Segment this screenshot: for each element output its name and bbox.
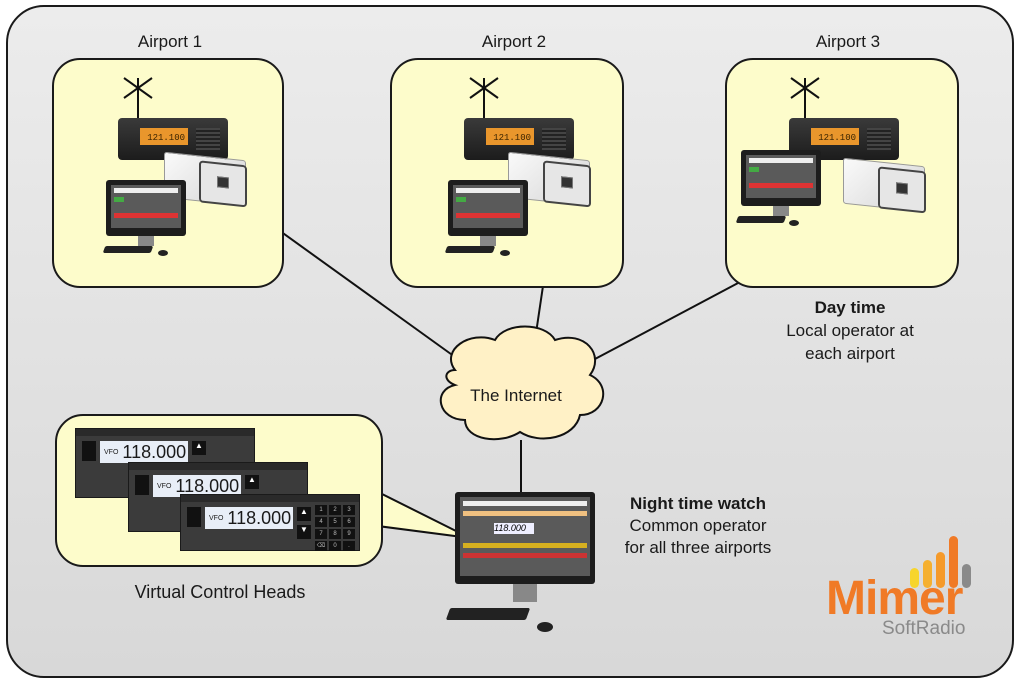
ethernet-port-icon [217, 176, 229, 189]
keyboard-icon [735, 216, 787, 223]
network-interface-box [843, 157, 926, 214]
keypad-key[interactable]: 7 [315, 529, 327, 539]
down-arrow-icon[interactable]: ▼ [297, 525, 311, 539]
ethernet-port-icon [896, 182, 908, 195]
signal-bar-4 [949, 536, 958, 588]
day-time-line1: Local operator at [786, 321, 914, 340]
operator-terminal [741, 150, 821, 216]
airport-2-title: Airport 2 [481, 32, 547, 51]
keypad-key[interactable]: 5 [329, 517, 341, 527]
keypad-key[interactable]: 0 [329, 541, 341, 551]
keypad-key[interactable]: 4 [315, 517, 327, 527]
night-time-heading: Night time watch [629, 494, 766, 513]
cloud-label: The Internet [470, 386, 562, 405]
airport-2-panel: 121.100 [390, 58, 624, 288]
keypad-key[interactable]: 1 [315, 505, 327, 515]
virtual-heads-caption: Virtual Control Heads [134, 582, 306, 602]
terminal-frequency: 118.000 [494, 523, 534, 534]
signal-bar-1 [910, 568, 919, 588]
antenna-icon [790, 77, 820, 118]
night-time-caption: Night time watch Common operator for all… [598, 493, 798, 559]
radio-transceiver: 121.100 [464, 118, 574, 160]
logo-subtitle: SoftRadio [882, 618, 966, 639]
mouse-icon [537, 622, 553, 632]
keypad-key[interactable]: 9 [343, 529, 355, 539]
keyboard-icon [445, 608, 531, 620]
radio-display: 121.100 [486, 128, 534, 145]
ethernet-port-icon [561, 176, 573, 189]
mouse-icon [158, 250, 168, 256]
up-arrow-icon[interactable]: ▲ [297, 507, 311, 521]
keypad-key[interactable]: 6 [343, 517, 355, 527]
airport-3-panel: 121.100 [725, 58, 959, 288]
signal-bar-5 [962, 564, 971, 588]
mouse-icon [789, 220, 799, 226]
keypad-key[interactable]: 3 [343, 505, 355, 515]
keyboard-icon [102, 246, 154, 253]
keypad-key[interactable]: 2 [329, 505, 341, 515]
day-time-heading: Day time [814, 298, 886, 317]
airport-1-title: Airport 1 [137, 32, 203, 51]
keypad-key[interactable]: 8 [329, 529, 341, 539]
keypad-key[interactable]: . [343, 541, 355, 551]
operator-terminal [106, 180, 186, 246]
mimer-softradio-logo: Mimer SoftRadio [826, 520, 986, 640]
day-time-caption: Day time Local operator at each airport [760, 296, 940, 365]
keyboard-icon [444, 246, 496, 253]
night-time-line2: for all three airports [624, 538, 772, 557]
signal-bar-3 [936, 552, 945, 588]
airport-1-panel: 121.100 [52, 58, 284, 288]
night-operator-terminal: 118.000 [455, 492, 595, 602]
radio-display: 121.100 [140, 128, 188, 145]
signal-bar-2 [923, 560, 932, 588]
radio-display: 121.100 [811, 128, 859, 145]
mouse-icon [500, 250, 510, 256]
antenna-icon [469, 77, 499, 118]
logo-brand: Mimer [826, 572, 963, 625]
day-time-line2: each airport [805, 344, 895, 363]
keypad-key[interactable]: ⌫ [315, 541, 327, 551]
up-arrow-icon[interactable]: ▲ [245, 475, 259, 489]
night-time-line1: Common operator [629, 516, 767, 535]
operator-terminal [448, 180, 528, 246]
airport-3-title: Airport 3 [815, 32, 881, 51]
antenna-icon [123, 77, 153, 118]
up-arrow-icon[interactable]: ▲ [192, 441, 206, 455]
internet-cloud [439, 325, 605, 441]
